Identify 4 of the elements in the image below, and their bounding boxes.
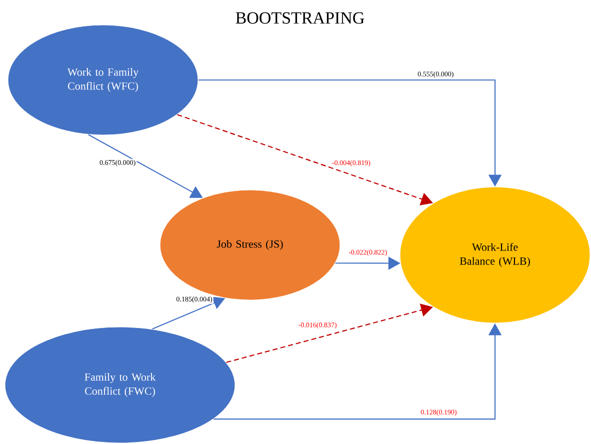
ellipse-node: Family to Work Conflict (FWC) <box>4 326 236 444</box>
ellipse-node: Work to Family Conflict (WFC) <box>8 24 198 136</box>
title: BOOTSTRAPING <box>236 12 364 24</box>
ellipse-node: Work-Life Balance (WLB) <box>400 186 590 324</box>
